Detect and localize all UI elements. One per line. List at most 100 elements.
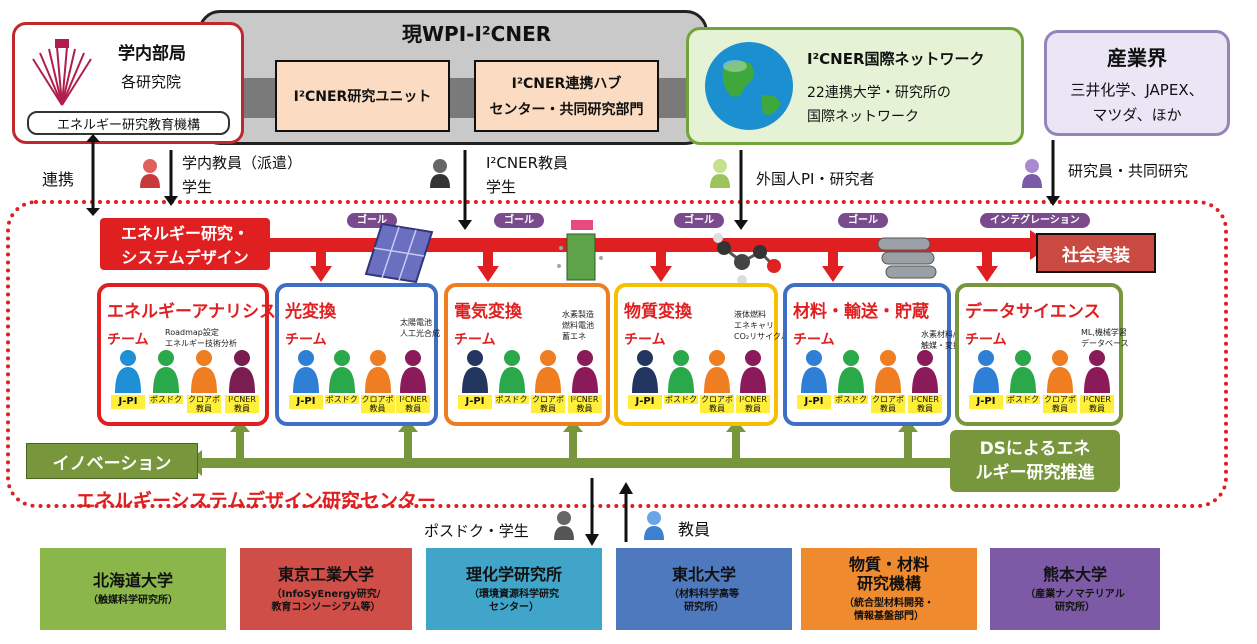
flow4-label: 研究員・共同研究: [1068, 162, 1189, 180]
team-description: 太陽電池人工光合成: [400, 317, 440, 339]
team-description-line: エネキャリ: [734, 321, 774, 330]
member-figure-icon: [875, 350, 901, 393]
member-label: J-PI: [628, 395, 662, 409]
flow2-line2: 学生: [486, 178, 517, 196]
flow2-line1: I²CNER教員: [486, 154, 569, 172]
team-description: 水素製造燃料電池蓄エネ: [562, 309, 594, 342]
research-center-frame: [6, 200, 1228, 508]
institution-text: 教育コンソーシアム等）: [271, 601, 381, 613]
person-icon-gray: [554, 511, 574, 540]
team-label: チーム: [285, 332, 327, 348]
kyushu-univ-logo: [32, 39, 92, 106]
team-name: エネルギーアナリシス: [107, 302, 276, 322]
member-label: クロアポ教員: [360, 395, 395, 413]
faculty-label: 教員: [678, 520, 711, 539]
network-title: I²CNER国際ネットワーク: [807, 50, 985, 68]
institution-box-6: 熊本大学（産業ナノマテリアル研究所）: [990, 548, 1160, 630]
institution-box-5: 物質・材料研究機構（統合型材料開発・情報基盤部門）: [801, 548, 977, 630]
team-description-line: CO₂リサイクル: [734, 332, 789, 341]
design-bar: エネルギー研究・ システムデザイン: [100, 218, 270, 270]
member-label: I²CNER教員: [1080, 395, 1114, 413]
member-label: クロアポ教員: [1043, 395, 1077, 413]
person-icon-black: [430, 159, 450, 188]
institution-text: （産業ナノマテリアル: [1025, 588, 1125, 600]
person-icon-lightgreen: [710, 159, 730, 188]
institution-box-3: 理化学研究所（環境資源科学研究センター）: [426, 548, 602, 630]
team-name: 材料・輸送・貯蔵: [793, 302, 929, 322]
member-label: J-PI: [458, 395, 492, 409]
wpi-unit-hub: I²CNER連携ハブ センター・共同研究部門: [474, 60, 659, 132]
design-arrow-shaft: [265, 238, 1035, 252]
member-figure-icon: [153, 350, 179, 393]
team-name: 光変換: [285, 302, 336, 322]
member-label: I²CNER教員: [908, 395, 942, 413]
member-figure-icon: [191, 350, 217, 393]
team-description-line: 蓄エネ: [562, 332, 586, 341]
member-label: I²CNER教員: [225, 395, 259, 413]
member-label: ポスドク: [834, 395, 868, 404]
member-label: ポスドク: [664, 395, 698, 404]
member-label: ポスドク: [494, 395, 529, 404]
team-description-line: 燃料電池: [562, 321, 594, 330]
team-name: データサイエンス: [965, 302, 1101, 322]
team-name: 電気変換: [454, 302, 522, 322]
institution-text: 物質・材料: [848, 555, 929, 574]
member-figure-icon: [364, 350, 391, 393]
member-figure-icon: [912, 350, 938, 393]
member-label: J-PI: [111, 395, 145, 409]
goal-tag-4: ゴール: [838, 213, 888, 228]
fuel-cell-icon: [557, 220, 603, 281]
member-label: クロアポ教員: [531, 395, 565, 413]
member-figure-icon: [838, 350, 864, 393]
member-figure-icon: [1010, 350, 1036, 393]
flow1-line1: 学内教員（派遣）: [182, 154, 303, 172]
institution-text: （InfoSyEnergy研究/: [271, 588, 381, 600]
institution-box-2: 東京工業大学（InfoSyEnergy研究/教育コンソーシアム等）: [240, 548, 412, 630]
institution-text: センター）: [489, 601, 539, 613]
person-icon-red: [140, 159, 160, 188]
institution-text: 熊本大学: [1042, 564, 1107, 584]
team-label: チーム: [793, 332, 835, 348]
industry-line1: 三井化学、JAPEX、: [1070, 80, 1204, 99]
member-figure-icon: [632, 350, 658, 393]
member-figure-icon: [535, 350, 561, 393]
wpi-unit-research: I²CNER研究ユニット: [275, 60, 450, 132]
member-label: I²CNER教員: [567, 395, 602, 413]
member-figure-icon: [668, 350, 694, 393]
member-figure-icon: [328, 350, 355, 393]
institution-text: （触媒科学研究所）: [88, 595, 178, 606]
person-icon-blue: [644, 511, 664, 540]
flow3-label: 外国人PI・研究者: [756, 170, 875, 188]
team-box-5: 材料・輸送・貯蔵チーム水素材料/構造材料/触媒・変換J-PIポスドククロアポ教員…: [783, 283, 990, 426]
member-figure-icon: [462, 350, 488, 393]
team-description: ML,機械学習データベース: [1081, 327, 1129, 349]
team-description-line: 太陽電池: [400, 318, 432, 327]
member-label: I²CNER教員: [396, 395, 431, 413]
institution-text: 研究所）: [684, 601, 724, 613]
postdoc-student-label: ポスドク・学生: [424, 522, 529, 540]
energy-org-badge: エネルギー研究教育機構: [27, 111, 230, 135]
institution-text: 理化学研究所: [465, 564, 562, 584]
member-figure-icon: [1047, 350, 1073, 393]
team-label: チーム: [107, 332, 149, 348]
renkei-label: 連携: [42, 170, 75, 189]
member-figure-icon: [740, 350, 766, 393]
member-figure-icon: [400, 350, 427, 393]
institution-text: 研究機構: [856, 574, 921, 593]
network-box: I²CNER国際ネットワーク 22連携大学・研究所の 国際ネットワーク: [686, 27, 1024, 145]
member-label: クロアポ教員: [187, 395, 221, 413]
member-figure-icon: [1084, 350, 1110, 393]
flow1-line2: 学生: [182, 178, 213, 196]
team-description-line: 触媒・変換: [921, 341, 961, 350]
network-line1: 22連携大学・研究所の: [807, 85, 951, 101]
integration-tag: インテグレーション: [980, 213, 1090, 228]
team-label: チーム: [965, 332, 1007, 348]
person-icon-purple: [1022, 159, 1042, 188]
team-description-line: ML,機械学習: [1081, 328, 1127, 337]
team-label: チーム: [454, 332, 496, 348]
